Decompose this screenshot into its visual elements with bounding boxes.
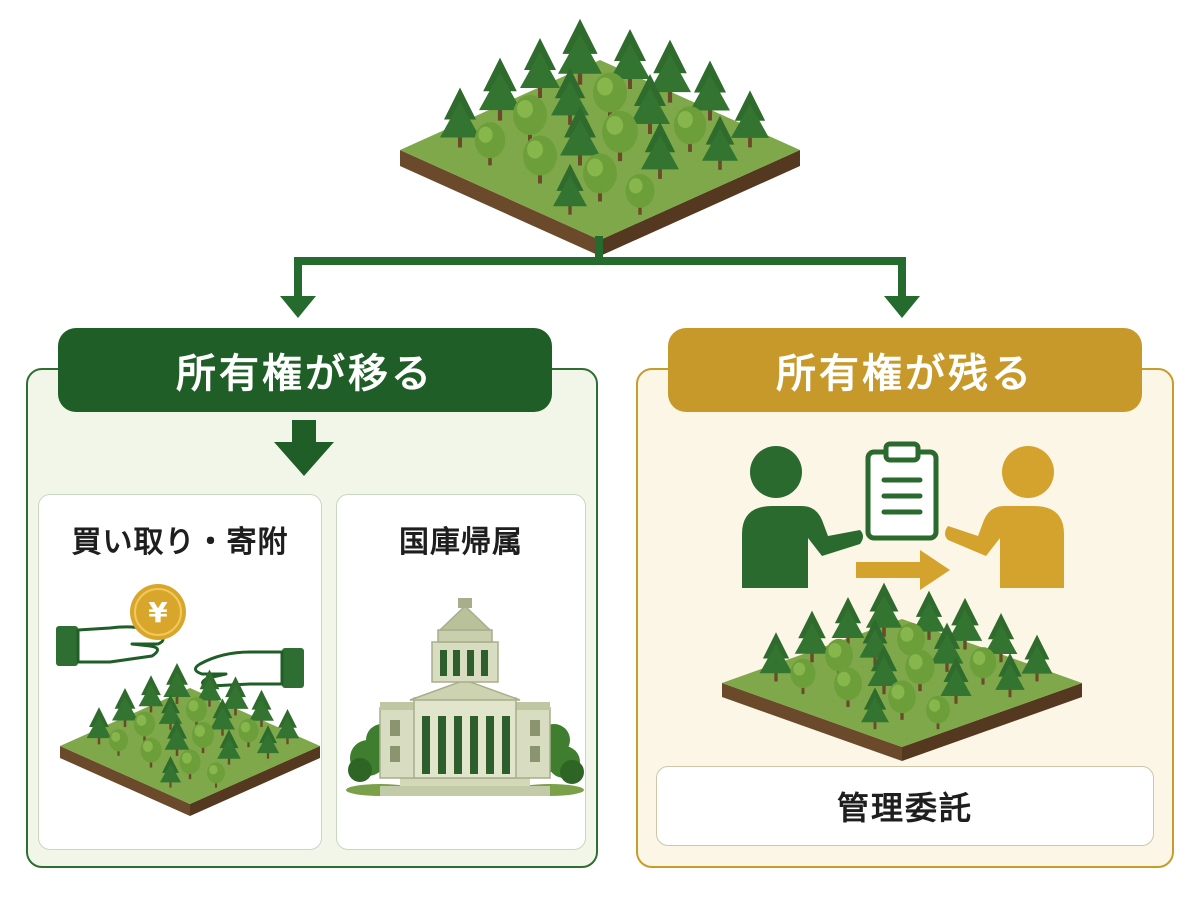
hand-icon bbox=[56, 625, 304, 688]
person-icon bbox=[945, 446, 1064, 588]
purchase-donation-title: 買い取り・寄附 bbox=[71, 525, 289, 560]
arrow-down-icon bbox=[274, 420, 334, 476]
connector-vertical-top bbox=[595, 236, 603, 264]
transfer-header: 所有権が移る bbox=[58, 328, 552, 412]
connector-right-down bbox=[898, 257, 906, 301]
forest-icon bbox=[60, 662, 320, 816]
person-icon bbox=[742, 446, 863, 588]
retain-header: 所有権が残る bbox=[668, 328, 1142, 412]
clipboard-icon bbox=[865, 441, 939, 541]
connector-left-down bbox=[294, 257, 302, 301]
arrow-down-icon bbox=[280, 296, 920, 318]
top-forest-icon bbox=[400, 18, 800, 256]
management-trust-option: 管理委託 bbox=[656, 766, 1154, 846]
connector-horizontal bbox=[294, 257, 906, 265]
yen-coin-icon: ¥ bbox=[130, 584, 186, 640]
yen-symbol: ¥ bbox=[148, 596, 168, 629]
government-building-icon bbox=[346, 598, 584, 796]
arrow-right-icon bbox=[856, 550, 950, 590]
national-treasury-title: 国庫帰属 bbox=[399, 525, 523, 560]
forest-icon bbox=[722, 582, 1082, 761]
